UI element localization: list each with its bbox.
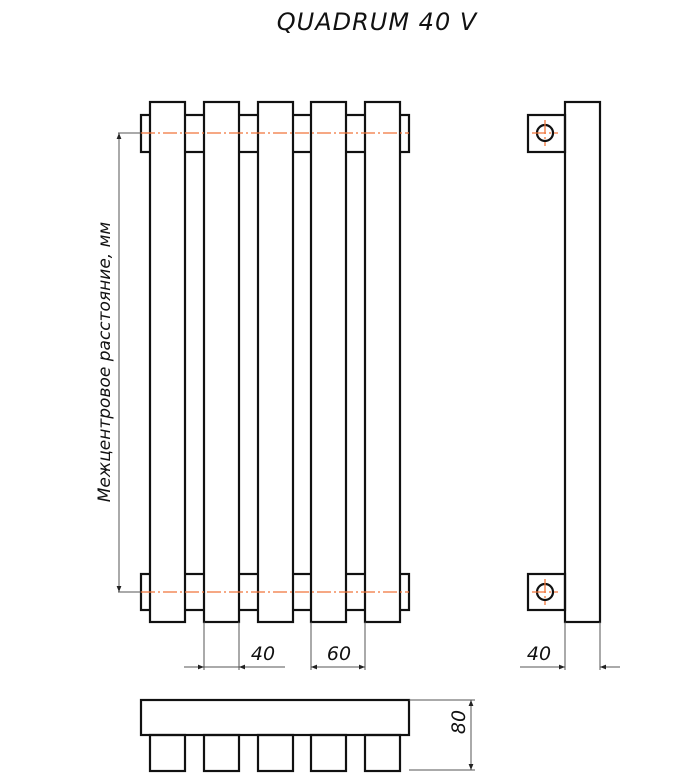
column-pitch-value: 60 [327,643,351,665]
column-stub [202,733,241,773]
column-width-value: 40 [251,643,275,665]
column-stub [148,733,187,773]
top-view-body [139,698,411,737]
side-view [526,100,602,624]
column-1 [148,100,187,624]
column-stub [256,733,295,773]
depth-dimension: 80 [409,699,475,771]
column-stub [363,733,402,773]
top-view [139,698,411,773]
center-distance-dimension: Межцентровое расстояние, мм [95,132,141,593]
center-distance-label: Межцентровое расстояние, мм [95,222,115,503]
column-stub [309,733,348,773]
bottom-bracket [526,572,567,612]
column-2 [202,100,241,624]
column-5 [363,100,402,624]
side-width-value: 40 [527,643,551,665]
drawing-title: QUADRUM 40 V [277,8,478,36]
column-pitch-dimension: 60 [310,622,366,670]
column-4 [309,100,348,624]
side-width-dimension: 40 [520,622,620,670]
front-view [139,100,411,624]
top-bracket [526,113,567,154]
side-column [563,100,602,624]
columns [148,100,402,624]
depth-value: 80 [448,710,470,734]
column-width-dimension: 40 [184,622,285,670]
column-3 [256,100,295,624]
